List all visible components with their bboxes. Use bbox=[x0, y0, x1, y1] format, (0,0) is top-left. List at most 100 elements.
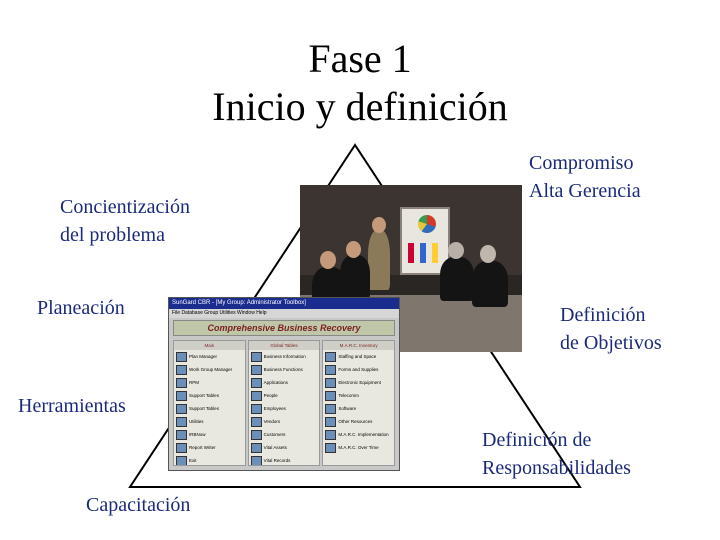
software-menu-item: Business Information bbox=[249, 350, 320, 363]
software-menu-item-label: Report Writer bbox=[189, 445, 216, 450]
label-compromiso-line2: Alta Gerencia bbox=[529, 180, 641, 202]
software-menu-item: Support Tables bbox=[174, 402, 245, 415]
software-menu-item-label: Work Group Manager bbox=[189, 367, 233, 372]
software-menu-item-label: M.A.R.C. Implementation bbox=[338, 432, 389, 437]
app-icon bbox=[176, 416, 187, 427]
software-column-header: Global Tables bbox=[248, 341, 320, 350]
software-menu-item-label: Vital Assets bbox=[263, 445, 287, 450]
software-column-header: Main bbox=[174, 341, 245, 350]
software-column-header: M.A.R.C. Inventory bbox=[323, 341, 395, 350]
software-menu-item: Exit bbox=[174, 454, 245, 465]
software-menu-item-label: Plan Manager bbox=[189, 354, 218, 359]
software-menu-item: Forms and Supplies bbox=[323, 363, 394, 376]
software-window: SunGard CBR - [My Group: Administrator T… bbox=[168, 297, 400, 471]
software-menu-item-label: People bbox=[263, 393, 278, 398]
app-icon bbox=[250, 455, 262, 465]
software-menu-item: Telecomm bbox=[323, 389, 394, 402]
label-compromiso-line1: Compromiso bbox=[529, 152, 634, 174]
software-menu-item: Plan Manager bbox=[174, 350, 245, 363]
software-menu-item-label: Software bbox=[338, 406, 357, 411]
software-menu-item-label: Vendors bbox=[263, 419, 281, 424]
app-icon bbox=[176, 429, 187, 440]
software-menu-item: Support Tables bbox=[174, 389, 245, 402]
label-responsabilidades-line2: Responsabilidades bbox=[482, 457, 631, 479]
software-menu-item: People bbox=[249, 389, 320, 402]
window-title: SunGard CBR - [My Group: Administrator T… bbox=[169, 298, 399, 309]
label-concientizacion-line2: del problema bbox=[60, 224, 165, 246]
app-icon bbox=[176, 390, 187, 401]
app-icon bbox=[325, 403, 337, 414]
label-concientizacion-line1: Concientización bbox=[60, 196, 190, 218]
app-icon bbox=[325, 364, 337, 375]
software-menu-item: Other Resources bbox=[323, 415, 394, 428]
software-menu-item-label: Support Tables bbox=[189, 406, 219, 411]
app-icon bbox=[325, 442, 337, 453]
app-icon bbox=[176, 351, 187, 362]
software-menu-item: Customers bbox=[249, 428, 320, 441]
software-menu-item-label: Vital Records bbox=[263, 458, 291, 463]
window-menu: File Database Group Utilities Window Hel… bbox=[169, 309, 399, 318]
software-menu-item: Vital Assets bbox=[249, 441, 320, 454]
software-menu-item-label: Utilities bbox=[189, 419, 204, 424]
software-menu-item: Staffing and Space bbox=[323, 350, 394, 363]
software-menu-item-label: Other Resources bbox=[338, 419, 373, 424]
app-icon bbox=[250, 442, 262, 453]
app-icon bbox=[250, 416, 262, 427]
software-banner: Comprehensive Business Recovery bbox=[173, 320, 395, 336]
app-icon bbox=[325, 416, 337, 427]
app-icon bbox=[176, 403, 187, 414]
app-icon bbox=[325, 429, 337, 440]
software-menu-item: Vendors bbox=[249, 415, 320, 428]
app-icon bbox=[176, 455, 187, 465]
label-responsabilidades-line1: Definición de bbox=[482, 429, 592, 451]
software-menu-item: M.A.R.C. Implementation bbox=[323, 428, 394, 441]
software-menu-item: Utilities bbox=[174, 415, 245, 428]
label-objetivos-line1: Definición bbox=[560, 304, 646, 326]
meeting-photo bbox=[300, 185, 522, 352]
software-menu-item-label: IRBNow bbox=[189, 432, 206, 437]
software-menu-item: IRBNow bbox=[174, 428, 245, 441]
app-icon bbox=[250, 377, 262, 388]
software-menu-item-label: Telecomm bbox=[338, 393, 359, 398]
pie-chart-icon bbox=[418, 215, 436, 233]
app-icon bbox=[325, 377, 337, 388]
app-icon bbox=[325, 351, 337, 362]
app-icon bbox=[250, 429, 262, 440]
slide-title-line1: Fase 1 bbox=[308, 36, 412, 81]
software-menu-item-label: Staffing and Space bbox=[338, 354, 377, 359]
software-menu-item-label: Business Information bbox=[263, 354, 306, 359]
software-menu-item-label: Employees bbox=[263, 406, 286, 411]
software-menu-item: M.A.R.C. Over Time bbox=[323, 441, 394, 454]
software-menu-item-label: Business Functions bbox=[263, 367, 303, 372]
app-icon bbox=[250, 351, 262, 362]
software-menu-item-label: Forms and Supplies bbox=[338, 367, 379, 372]
app-icon bbox=[176, 442, 187, 453]
slide-title-line2: Inicio y definición bbox=[212, 84, 508, 129]
software-menu-item-label: Exit bbox=[189, 458, 197, 463]
app-icon bbox=[325, 390, 337, 401]
label-capacitacion: Capacitación bbox=[86, 494, 191, 516]
label-objetivos-line2: de Objetivos bbox=[560, 332, 662, 354]
software-menu-item-label: Applications bbox=[263, 380, 288, 385]
software-menu-item-label: Support Tables bbox=[189, 393, 219, 398]
software-menu-item: Vital Records bbox=[249, 454, 320, 465]
software-menu-item-label: M.A.R.C. Over Time bbox=[338, 445, 379, 450]
software-menu-item-label: Customers bbox=[263, 432, 286, 437]
app-icon bbox=[250, 364, 262, 375]
software-menu-item: RPM bbox=[174, 376, 245, 389]
app-icon bbox=[176, 377, 187, 388]
app-icon bbox=[250, 390, 262, 401]
label-planeacion: Planeación bbox=[37, 297, 125, 319]
label-herramientas: Herramientas bbox=[18, 395, 126, 417]
software-menu-item-label: Electronic Equipment bbox=[338, 380, 381, 385]
software-menu-item: Employees bbox=[249, 402, 320, 415]
software-menu-item: Report Writer bbox=[174, 441, 245, 454]
bar-chart-icon bbox=[408, 243, 438, 263]
app-icon bbox=[250, 403, 262, 414]
software-menu-item: Software bbox=[323, 402, 394, 415]
software-menu-item: Electronic Equipment bbox=[323, 376, 394, 389]
